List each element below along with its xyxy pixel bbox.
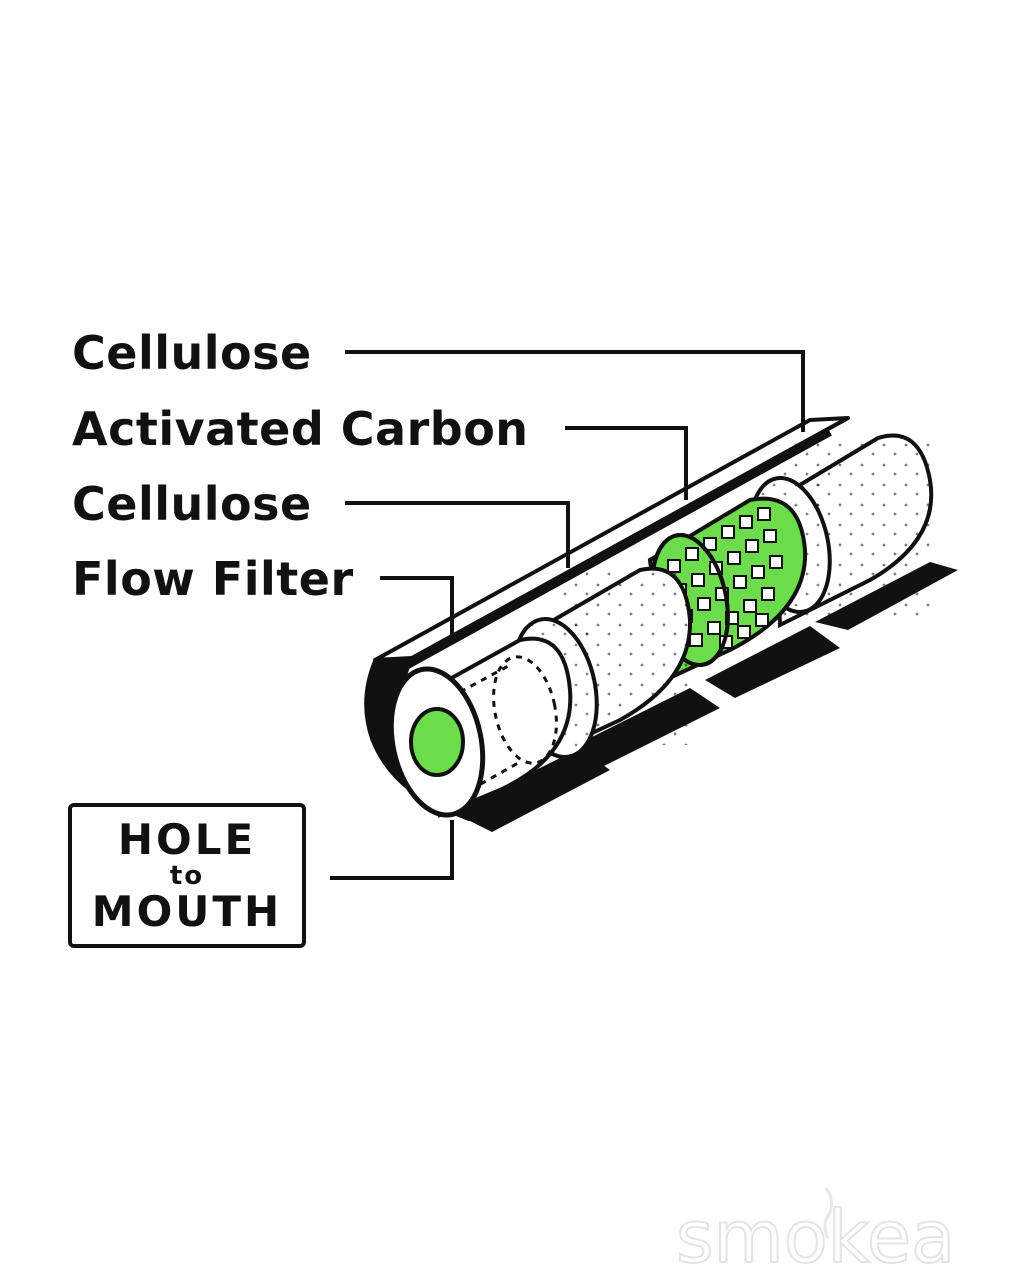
- leader-line-cellulose-middle: [345, 501, 570, 568]
- label-activated-carbon: Activated Carbon: [72, 402, 529, 456]
- leader-line-hole-to-mouth: [330, 820, 454, 880]
- leader-line-flow-filter: [380, 576, 454, 638]
- smokea-watermark-logo: smokea: [676, 1187, 956, 1270]
- label-flow-filter: Flow Filter: [72, 552, 354, 606]
- label-cellulose-middle: Cellulose: [72, 477, 312, 531]
- label-cellulose-top: Cellulose: [72, 326, 312, 380]
- hole-text: HOLE: [117, 814, 257, 864]
- leader-lines: [330, 350, 805, 880]
- mouth-text: MOUTH: [91, 886, 283, 936]
- paper-wrapper: [364, 416, 850, 822]
- to-text: to: [169, 860, 205, 891]
- leader-line-activated-carbon: [565, 426, 688, 500]
- flow-filter-segment: [388, 636, 573, 818]
- leader-line-cellulose-top: [345, 350, 805, 432]
- watermark-text: smokea: [676, 1195, 955, 1270]
- hole-to-mouth-box: HOLE to MOUTH: [68, 803, 306, 948]
